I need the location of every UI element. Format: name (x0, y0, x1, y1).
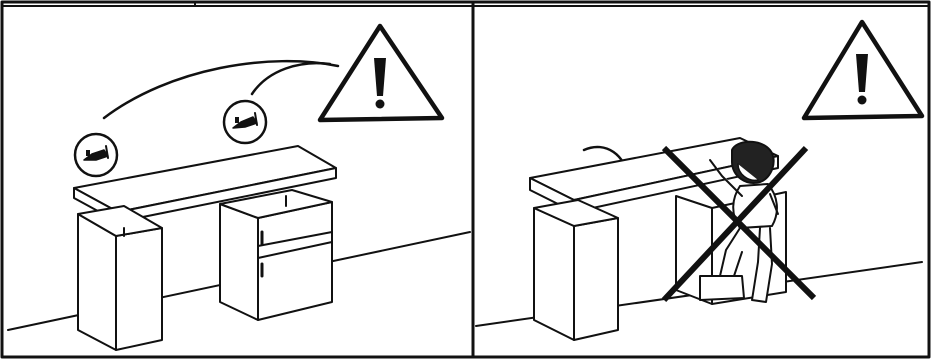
desk-left-pedestal (78, 206, 162, 350)
callout-arc-short (252, 63, 330, 94)
desk-left-pedestal (534, 200, 618, 340)
warning-triangle-icon: ! (0, 0, 442, 120)
panel-left: ! (0, 0, 470, 350)
panel-right (476, 22, 922, 340)
wall-anchor-callout-1 (75, 134, 117, 176)
wall-anchor-callout-2 (224, 101, 266, 143)
warning-triangle-icon (804, 22, 922, 118)
desk-right-pedestal (220, 190, 332, 320)
callout-arc-long (104, 61, 338, 118)
